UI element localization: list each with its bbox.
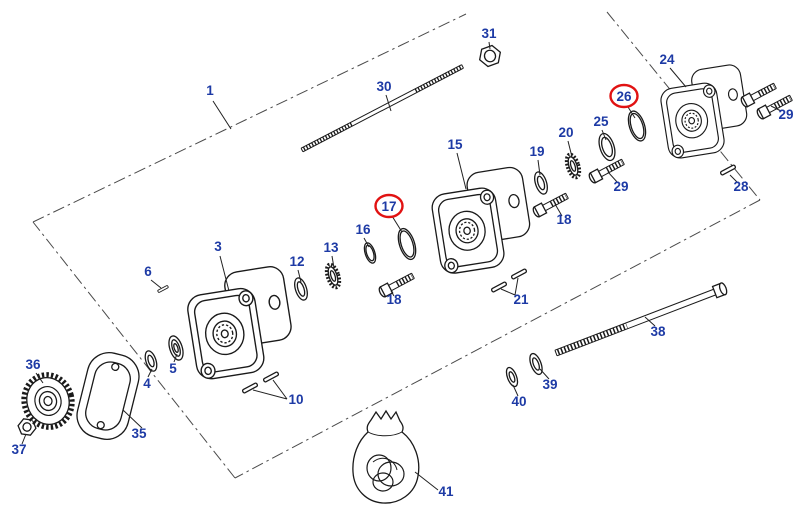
bolt-38 — [554, 282, 728, 357]
gear-36 — [21, 372, 75, 430]
part-label-15[interactable]: 15 — [447, 137, 463, 152]
ring-16 — [363, 242, 377, 264]
lock-washer-20 — [564, 152, 582, 180]
part-label-29[interactable]: 29 — [778, 107, 793, 122]
pump-3 — [182, 264, 299, 382]
part-label-39[interactable]: 39 — [542, 377, 557, 392]
part-label-1[interactable]: 1 — [206, 83, 214, 98]
pin-21b — [510, 268, 528, 280]
pump-15 — [427, 164, 537, 276]
washer-39 — [529, 352, 543, 376]
part-label-29[interactable]: 29 — [613, 179, 628, 194]
washer-4 — [144, 350, 158, 372]
seal-bag-41 — [352, 409, 420, 504]
part-label-12[interactable]: 12 — [289, 254, 304, 269]
part-label-28[interactable]: 28 — [733, 179, 749, 194]
labels-layer: 1345610121315161718181920212425262829293… — [11, 26, 793, 499]
part-label-30[interactable]: 30 — [376, 79, 391, 94]
pin-10a — [241, 382, 259, 394]
leader-lines — [21, 41, 782, 491]
phantom-boundary — [32, 11, 761, 479]
part-label-40[interactable]: 40 — [511, 394, 526, 409]
pump-24 — [656, 62, 753, 161]
part-label-17[interactable]: 17 — [381, 199, 396, 214]
part-label-13[interactable]: 13 — [323, 240, 339, 255]
gasket-35 — [76, 352, 140, 440]
part-label-3[interactable]: 3 — [214, 239, 222, 254]
part-label-18[interactable]: 18 — [556, 212, 572, 227]
pin-6 — [157, 285, 169, 293]
o-ring-26 — [627, 110, 647, 142]
washer-12 — [294, 277, 308, 301]
seal-25 — [598, 132, 616, 162]
part-label-4[interactable]: 4 — [143, 376, 151, 391]
part-label-18[interactable]: 18 — [386, 292, 402, 307]
washer-40 — [505, 366, 519, 388]
part-label-38[interactable]: 38 — [650, 324, 666, 339]
pin-10b — [262, 371, 280, 383]
part-label-19[interactable]: 19 — [529, 144, 544, 159]
bolt-29-upper-a — [740, 81, 778, 108]
part-label-25[interactable]: 25 — [593, 114, 609, 129]
pin-28 — [719, 164, 737, 176]
part-label-26[interactable]: 26 — [616, 89, 632, 104]
highlight-circle-17 — [374, 193, 404, 219]
part-label-31[interactable]: 31 — [481, 26, 497, 41]
seal-5 — [168, 335, 184, 361]
part-label-16[interactable]: 16 — [355, 222, 371, 237]
stud-30 — [300, 64, 464, 153]
nut-31 — [478, 44, 502, 68]
part-label-41[interactable]: 41 — [438, 484, 454, 499]
part-label-10[interactable]: 10 — [288, 392, 303, 407]
part-label-20[interactable]: 20 — [558, 125, 573, 140]
part-label-6[interactable]: 6 — [144, 264, 152, 279]
highlight-circle-26 — [609, 83, 639, 109]
part-label-21[interactable]: 21 — [513, 292, 529, 307]
part-label-35[interactable]: 35 — [131, 426, 147, 441]
lock-washer-13 — [324, 262, 342, 290]
washer-19 — [534, 171, 548, 195]
part-label-37[interactable]: 37 — [11, 442, 26, 457]
part-label-5[interactable]: 5 — [169, 361, 177, 376]
part-label-24[interactable]: 24 — [659, 52, 675, 67]
o-ring-17 — [397, 227, 417, 261]
part-label-36[interactable]: 36 — [25, 357, 41, 372]
